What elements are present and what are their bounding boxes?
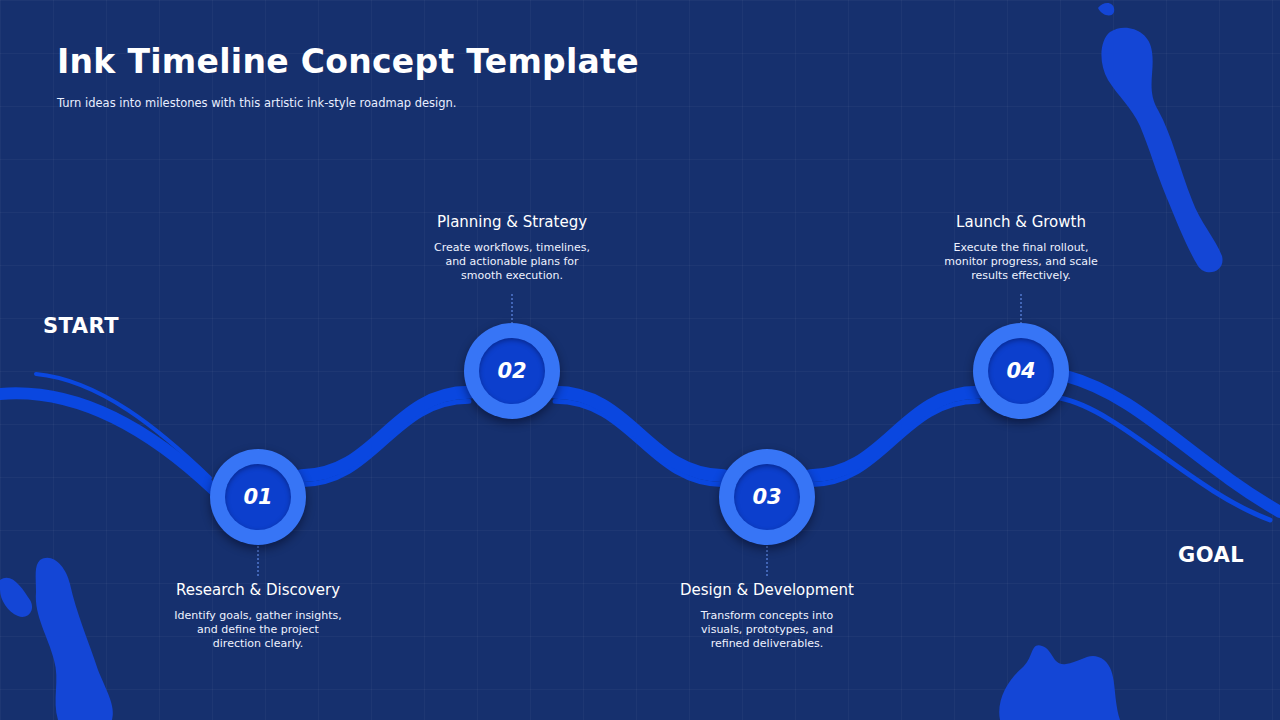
ink-stroke [36, 374, 210, 478]
milestone-circle: 04Launch & GrowthExecute the final rollo… [973, 323, 1069, 419]
milestone-circle: 03Design & DevelopmentTransform concepts… [719, 449, 815, 545]
ink-connector [555, 392, 724, 475]
step-number: 02 [479, 338, 545, 404]
step-number: 03 [734, 464, 800, 530]
step-heading: Research & Discovery [118, 581, 398, 599]
endpoint-label: GOAL [1178, 543, 1244, 567]
ink-stroke [1066, 376, 1280, 512]
ink-splash [0, 558, 113, 720]
leader-line [1021, 294, 1022, 323]
ink-splash [999, 645, 1120, 720]
ink-splash [1098, 3, 1223, 272]
ink-stroke [0, 393, 214, 490]
step-description: Create workflows, timelines, and actiona… [427, 241, 597, 283]
milestone-circle: 01Research & DiscoveryIdentify goals, ga… [210, 449, 306, 545]
step-description: Transform concepts into visuals, prototy… [682, 609, 852, 651]
step-heading: Planning & Strategy [372, 213, 652, 231]
step-number: 04 [988, 338, 1054, 404]
step-description: Execute the final rollout, monitor progr… [936, 241, 1106, 283]
slide-subtitle: Turn ideas into milestones with this art… [57, 96, 456, 110]
leader-line [512, 294, 513, 323]
step-number: 01 [225, 464, 291, 530]
step-heading: Design & Development [627, 581, 907, 599]
ink-connector [301, 392, 469, 475]
leader-line [767, 546, 768, 576]
endpoint-label: START [43, 314, 119, 338]
ink-connector [810, 392, 978, 475]
step-description: Identify goals, gather insights, and def… [173, 609, 343, 651]
slide-title: Ink Timeline Concept Template [57, 42, 639, 81]
milestone-circle: 02Planning & StrategyCreate workflows, t… [464, 323, 560, 419]
step-heading: Launch & Growth [881, 213, 1161, 231]
leader-line [258, 546, 259, 576]
ink-stroke [1060, 398, 1270, 520]
